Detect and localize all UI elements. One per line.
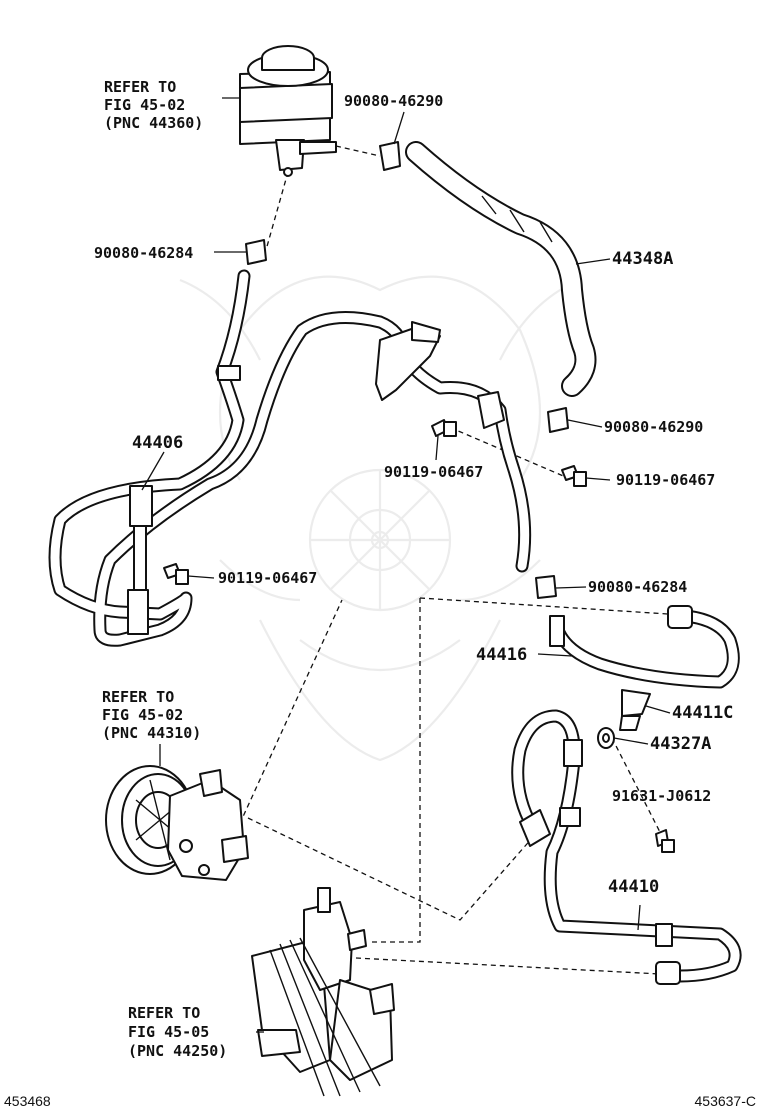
- suction-hose: [549, 605, 740, 689]
- bolts: [163, 419, 675, 853]
- ref-pump-line3: (PNC 44310): [102, 724, 201, 742]
- label-bolt-lower-left: 90119-06467: [218, 569, 317, 587]
- steering-gear: [251, 887, 395, 1097]
- ref-pump-line2: FIG 45-02: [102, 706, 183, 724]
- ref-reservoir-line1: REFER TO: [104, 78, 176, 96]
- return-tube: [48, 269, 532, 647]
- label-clamp-right-upper: 90080-46290: [604, 418, 703, 436]
- label-bolt-right: 90119-06467: [616, 471, 715, 489]
- labels: REFER TO FIG 45-02 (PNC 44360) 90080-462…: [4, 78, 756, 1109]
- clamps: [245, 141, 569, 599]
- label-bolt-pressure: 91631-J0612: [612, 787, 711, 805]
- label-bolt-center: 90119-06467: [384, 463, 483, 481]
- label-hose-return: 44348A: [612, 249, 673, 269]
- label-clamp-reservoir: 90080-46284: [94, 244, 193, 262]
- ref-gear-line3: (PNC 44250): [128, 1042, 227, 1060]
- leader-lines: [141, 97, 671, 1033]
- ref-gear-line2: FIG 45-05: [128, 1023, 209, 1041]
- ref-pump-line1: REFER TO: [102, 688, 174, 706]
- pressure-tube: [511, 709, 742, 985]
- footer-right-code: 453637-C: [695, 1093, 757, 1109]
- union-bolt-part: [597, 689, 651, 749]
- ref-reservoir-line2: FIG 45-02: [104, 96, 185, 114]
- label-tube-pressure: 44410: [608, 877, 659, 897]
- reservoir: [239, 45, 337, 177]
- label-union-bolt: 44411C: [672, 703, 733, 723]
- label-gasket: 44327A: [650, 734, 711, 754]
- ref-gear-line1: REFER TO: [128, 1004, 200, 1022]
- label-clamp-top: 90080-46290: [344, 92, 443, 110]
- label-hose-suction: 44416: [476, 645, 527, 665]
- label-clamp-right-lower: 90080-46284: [588, 578, 687, 596]
- footer-left-code: 453468: [4, 1093, 51, 1109]
- assembly-lines: [235, 145, 669, 975]
- label-tube-return: 44406: [132, 433, 183, 453]
- pump: [105, 765, 249, 881]
- return-hose: [405, 141, 597, 397]
- ref-reservoir-line3: (PNC 44360): [104, 114, 203, 132]
- watermark-emblem: [179, 275, 581, 762]
